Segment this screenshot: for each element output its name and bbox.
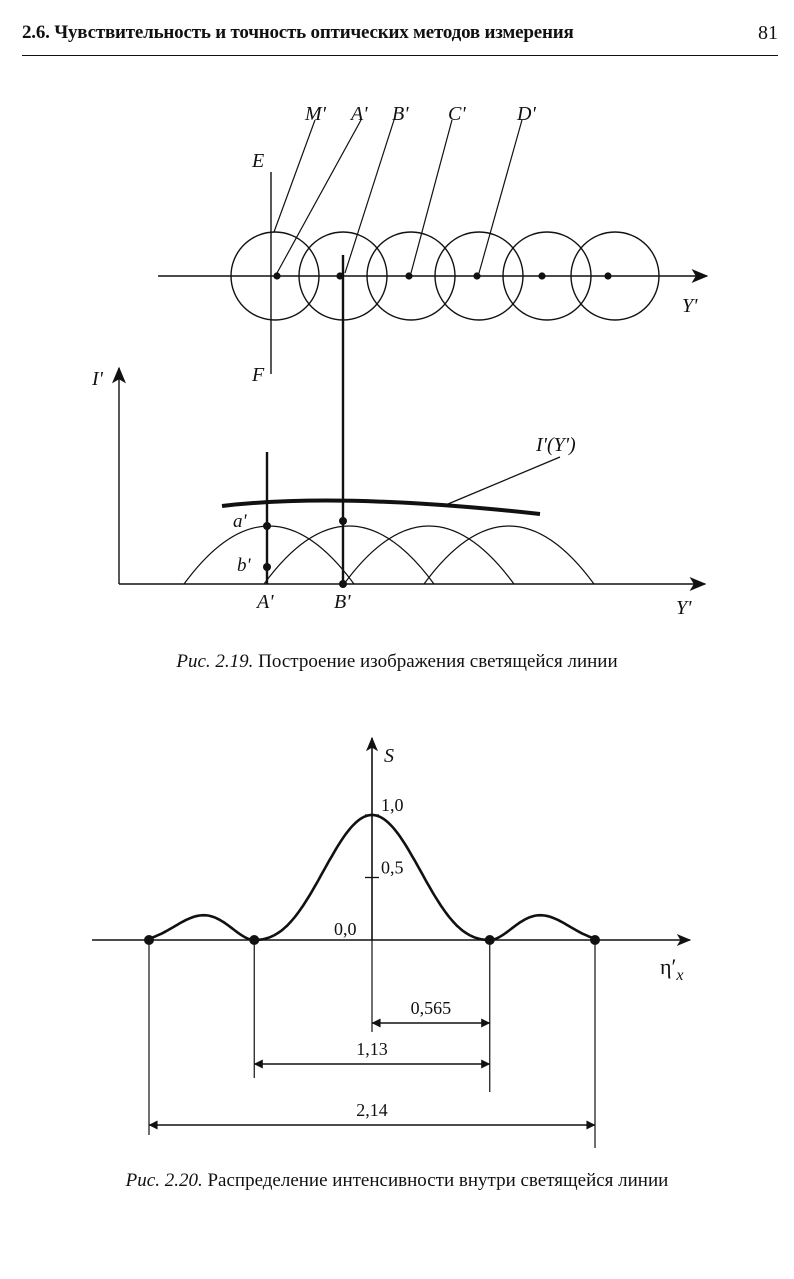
intensity-hump [343, 525, 515, 585]
circle-center-point [604, 272, 612, 280]
intensity-chart: Sη′x 0,0 0,5 1,0 0,565 1,13 2,14 [92, 736, 692, 1148]
envelope-curve [221, 498, 541, 516]
caption-number: Рис. 2.20. [125, 1170, 203, 1191]
y-tick-label: 0,0 [334, 919, 357, 939]
figure-2-20: Sη′x 0,0 0,5 1,0 0,565 1,13 2,14 [92, 736, 692, 1148]
label-a-bottom: A' [255, 591, 274, 613]
label-a: A' [349, 103, 368, 125]
label-e: E [251, 150, 264, 172]
running-head: 2.6. Чувствительность и точность оптичес… [22, 22, 778, 54]
circle-center-point [473, 272, 481, 280]
intensity-hump [183, 525, 355, 585]
caption-number: Рис. 2.19. [176, 651, 254, 672]
dimension-label: 0,565 [411, 998, 452, 1018]
circle-center-point [538, 272, 546, 280]
y-tick-label: 1,0 [381, 795, 404, 815]
intensity-hump [263, 525, 435, 585]
x-axis-label: η′x [660, 954, 683, 984]
caption-2-20: Рис. 2.20. Распределение интенсивности в… [0, 1170, 794, 1192]
leader-lines [273, 119, 523, 274]
caption-text: Построение изображения светящейся линии [253, 651, 618, 672]
label-i-axis: I' [91, 368, 104, 390]
circle-center-point [273, 272, 281, 280]
circle-center-point [405, 272, 413, 280]
envelope-leader [447, 456, 561, 505]
y-axis-label: S [384, 745, 394, 767]
label-a-small: a' [233, 511, 248, 532]
figure-2-19: M' A' B' C' D' E F Y' I' I'(Y') a' b' A'… [91, 103, 709, 619]
label-c: C' [448, 103, 466, 125]
page-number: 81 [758, 22, 778, 44]
header-rule [22, 55, 778, 56]
label-b: B' [392, 103, 409, 125]
label-b-small: b' [237, 555, 252, 576]
label-b-bottom: B' [334, 591, 351, 613]
label-y-bottom: Y' [676, 597, 692, 619]
dimension-label: 1,13 [356, 1039, 388, 1059]
intensity-hump [423, 525, 595, 585]
label-m: M' [304, 103, 327, 125]
intensity-curve [148, 813, 596, 942]
label-f: F [251, 364, 265, 386]
label-d: D' [516, 103, 536, 125]
dimension-label: 2,14 [356, 1100, 388, 1120]
intersection-points [263, 517, 347, 588]
section-title: 2.6. Чувствительность и точность оптичес… [22, 22, 574, 43]
y-tick-label: 0,5 [381, 858, 404, 878]
label-curve: I'(Y') [535, 434, 576, 456]
caption-2-19: Рис. 2.19. Построение изображения светящ… [0, 651, 794, 673]
label-y-top: Y' [682, 295, 698, 317]
caption-text: Распределение интенсивности внутри светя… [202, 1170, 669, 1191]
